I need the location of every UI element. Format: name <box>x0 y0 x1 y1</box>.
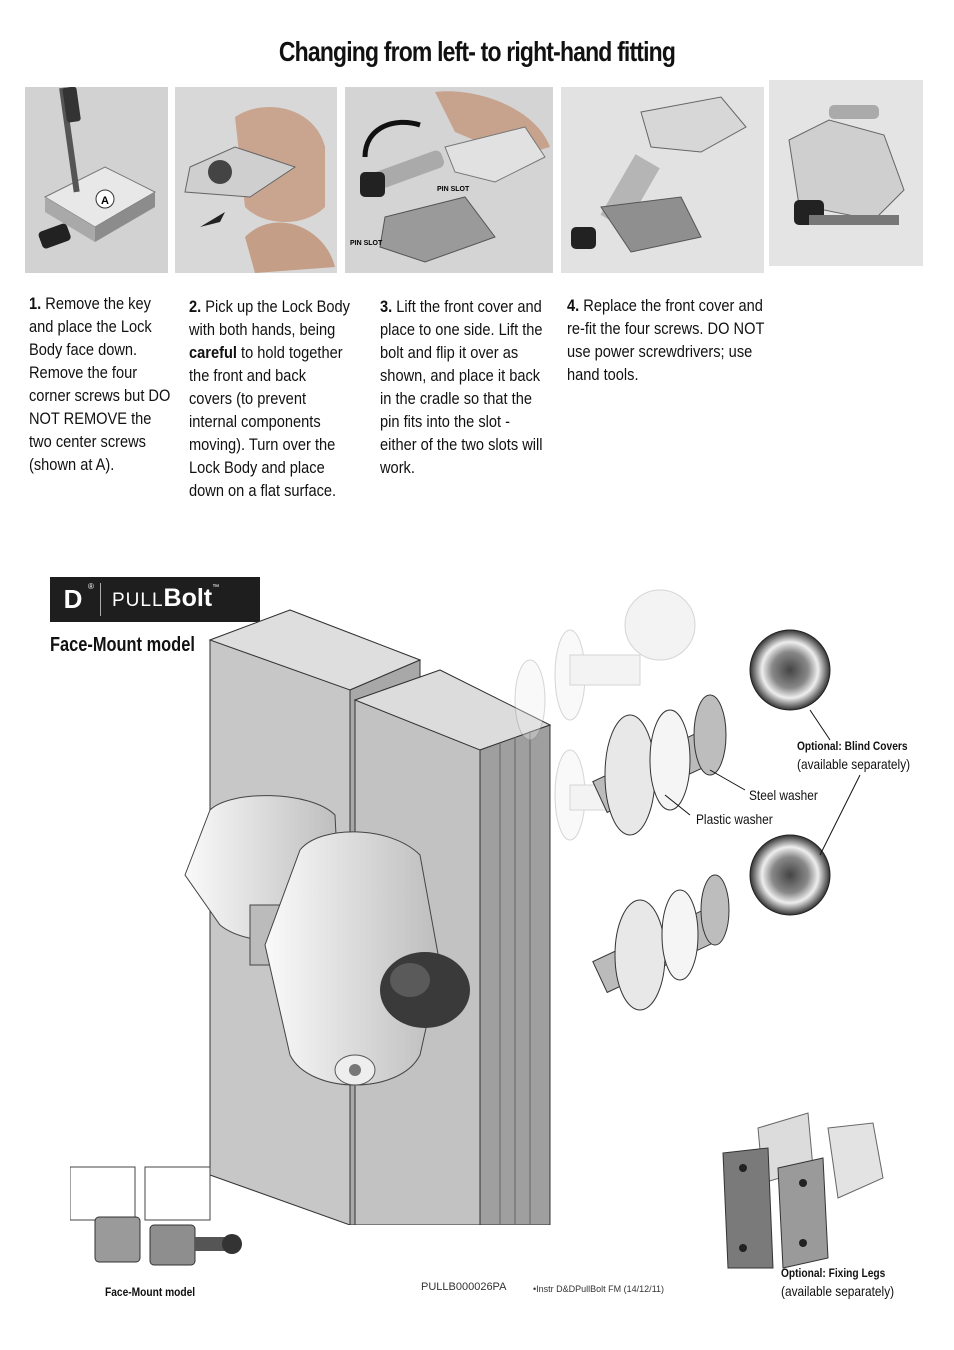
fixing-legs-title: Optional: Fixing Legs <box>781 1266 886 1280</box>
step-4-number: 4. <box>567 296 580 315</box>
blind-cover-lower <box>749 834 831 916</box>
fixing-legs-sub: (available separately) <box>781 1283 895 1299</box>
footer-ref: •Instr D&DPullBolt FM (14/12/11) <box>533 1284 665 1294</box>
pin-slot-label-bottom: PIN SLOT <box>350 240 383 247</box>
face-mount-thumbnail <box>70 1166 242 1266</box>
blind-covers-title: Optional: Blind Covers <box>797 739 908 753</box>
leader-blind-cover-lower <box>819 774 861 856</box>
product-illustration <box>184 589 861 1225</box>
step-2-emphasis: careful <box>189 343 237 362</box>
blind-cover-upper <box>749 629 831 711</box>
photo-marker-a: A <box>101 195 109 207</box>
leader-blind-cover-upper <box>809 709 831 741</box>
step-2-text: 2. Pick up the Lock Body with both hands… <box>189 295 352 502</box>
steel-washer-label: Steel washer <box>749 787 818 803</box>
leader-plastic-washer <box>664 794 691 816</box>
leader-steel-washer <box>709 769 746 791</box>
page-title: Changing from left- to right-hand fittin… <box>278 36 676 67</box>
step-3-body: Lift the front cover and place to one si… <box>380 297 543 477</box>
brand-logo: D ® PULLBolt™ <box>50 577 260 622</box>
step-3-number: 3. <box>380 297 393 316</box>
step-1-photo: A <box>25 87 168 273</box>
door-profile-right <box>353 669 552 1225</box>
model-heading: Face-Mount model <box>50 634 195 656</box>
step-1-body: Remove the key and place the Lock Body f… <box>29 294 171 474</box>
logo-reg-mark: ® <box>88 582 94 591</box>
step-3-photo: PIN SLOT PIN SLOT <box>345 87 553 273</box>
step-2-body-before: Pick up the Lock Body with both hands, b… <box>189 297 350 339</box>
logo-bolt: Bolt <box>163 584 213 612</box>
step-4-body: Replace the front cover and re-fit the f… <box>567 296 765 384</box>
step-4-photo-a <box>561 87 764 273</box>
blind-covers-sub: (available separately) <box>797 756 911 772</box>
thumbnail-caption: Face-Mount model <box>105 1285 196 1299</box>
pin-slot-label-top: PIN SLOT <box>437 186 470 193</box>
step-2-number: 2. <box>189 297 202 316</box>
logo-pull: PULL <box>112 590 164 611</box>
step-1-text: 1. Remove the key and place the Lock Bod… <box>29 292 173 476</box>
step-2-body-after: to hold together the front and back cove… <box>189 343 343 500</box>
step-4-photo-b <box>769 80 923 266</box>
lock-front-body <box>264 831 441 1086</box>
logo-wordmark: PULLBolt™ <box>112 584 219 613</box>
plastic-washer-label: Plastic washer <box>696 811 773 827</box>
fixing-bolt-lower <box>592 874 730 1011</box>
step-2-photo <box>175 87 337 273</box>
fixing-bolt-upper <box>592 694 727 836</box>
blind-covers-label: Optional: Blind Covers (available separa… <box>797 737 910 774</box>
step-4-text: 4. Replace the front cover and re-fit th… <box>567 294 773 386</box>
fixing-legs-illustration <box>722 1112 884 1269</box>
faded-fixing-bolts <box>514 589 696 841</box>
fixing-legs-label: Optional: Fixing Legs (available separat… <box>781 1264 894 1301</box>
step-3-text: 3. Lift the front cover and place to one… <box>380 295 549 479</box>
logo-tm: ™ <box>212 584 220 591</box>
logo-divider <box>100 583 101 616</box>
step-1-number: 1. <box>29 294 42 313</box>
footer-code: PULLB000026PA <box>421 1281 507 1293</box>
bolt-knob <box>380 952 470 1028</box>
logo-d-mark: D <box>63 584 83 614</box>
